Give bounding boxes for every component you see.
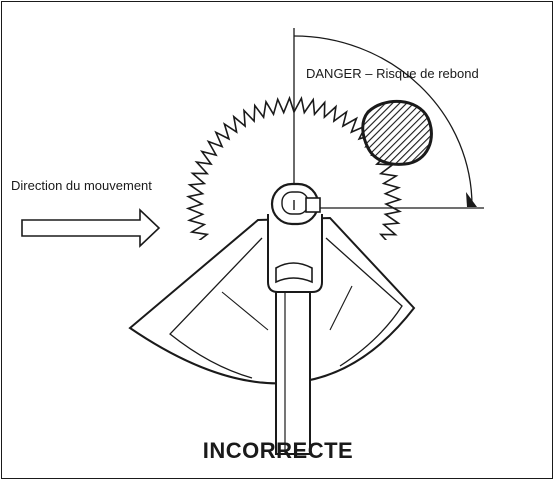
verdict-label: INCORRECTE	[202, 438, 354, 463]
danger-zone	[293, 28, 484, 240]
trimmer-shaft	[267, 182, 323, 455]
guard-inner-line-right	[325, 237, 403, 367]
direction-label: Direction du mouvement	[11, 178, 152, 193]
kickback-zone-hatched	[361, 99, 433, 166]
danger-arc	[293, 35, 473, 207]
hub-nut	[305, 197, 321, 213]
guard-inner-line-left	[169, 237, 263, 379]
danger-label: DANGER – Risque de rebond	[306, 66, 479, 81]
guard-rib-left	[221, 291, 269, 331]
danger-arrowhead-icon	[466, 192, 477, 207]
gear-head-collar	[275, 262, 313, 284]
guard-rib-right	[329, 285, 353, 331]
blade-hub-inner	[281, 191, 309, 215]
movement-arrow-icon	[21, 208, 161, 248]
